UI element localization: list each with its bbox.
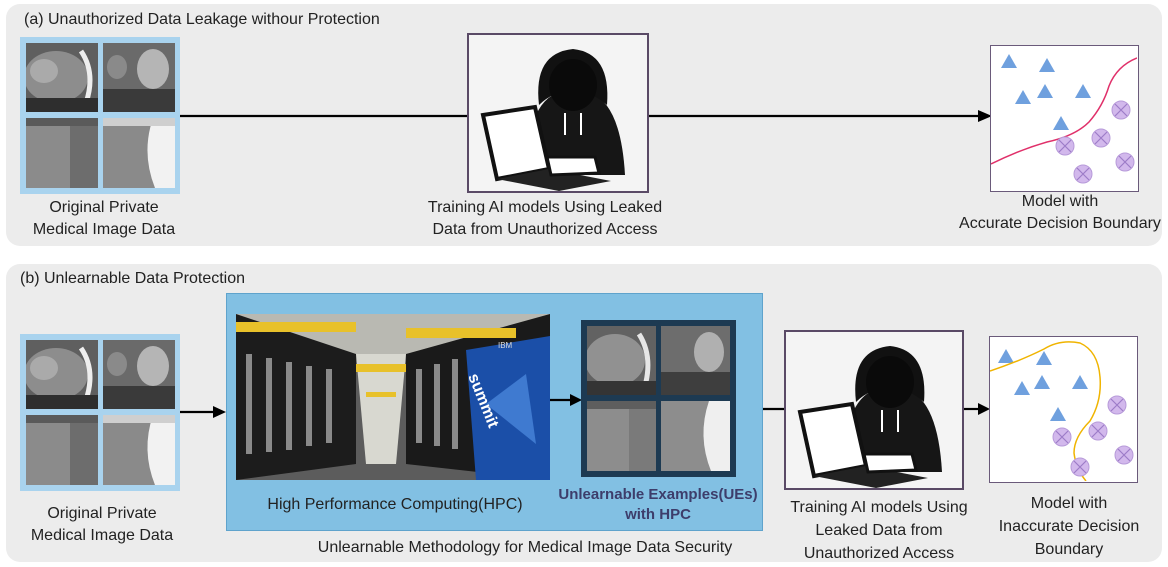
ibm-logo: IBM xyxy=(498,341,513,350)
triangle-icon xyxy=(1039,58,1055,72)
circle-x-icon xyxy=(1055,136,1075,156)
hacker-illustration-a xyxy=(467,33,649,193)
triangle-icon xyxy=(1075,84,1091,98)
medical-image-grid-a xyxy=(20,37,180,194)
flow-arrow-a xyxy=(180,110,992,122)
unlearnable-examples-grid xyxy=(581,320,736,477)
triangle-icon xyxy=(998,349,1014,363)
triangle-icon xyxy=(1072,375,1088,389)
triangle-icon xyxy=(1050,407,1066,421)
circle-x-icon xyxy=(1107,395,1127,415)
circle-x-icon xyxy=(1111,100,1131,120)
flow-arrow-input-to-hpc xyxy=(180,406,226,418)
panel-a-title: (a) Unauthorized Data Leakage withour Pr… xyxy=(24,11,380,28)
ct-slice-3 xyxy=(26,415,98,485)
inaccurate-model-plot xyxy=(989,336,1138,483)
circle-x-icon xyxy=(1073,164,1093,184)
circle-x-icon xyxy=(1115,152,1135,172)
circle-x-icon xyxy=(1114,445,1134,465)
circle-x-icon xyxy=(1091,128,1111,148)
ct-slice-4 xyxy=(103,415,175,485)
ue-slice-4 xyxy=(661,401,730,471)
ue-label: Unlearnable Examples(UEs) with HPC xyxy=(558,486,758,523)
accurate-model-plot xyxy=(990,45,1139,192)
triangle-icon xyxy=(1014,381,1030,395)
ue-slice-3 xyxy=(587,401,656,471)
triangle-icon xyxy=(1036,351,1052,365)
triangle-icon xyxy=(1034,375,1050,389)
methodology-caption: Unlearnable Methodology for Medical Imag… xyxy=(317,539,733,556)
medical-image-grid-b xyxy=(20,334,180,491)
ue-slice-1 xyxy=(587,326,656,395)
hacker-illustration-b xyxy=(784,330,964,490)
triangle-icon xyxy=(1001,54,1017,68)
hacker-laptop-icon xyxy=(480,49,625,191)
flow-arrow-hacker-to-model xyxy=(964,403,990,415)
hacker-laptop-icon xyxy=(797,346,942,488)
ct-slice-2 xyxy=(103,43,175,112)
flow-line-ue-to-hacker xyxy=(763,407,785,411)
circle-x-icon xyxy=(1052,427,1072,447)
model-caption-b: Model with Inaccurate Decision Boundary xyxy=(998,495,1140,558)
ct-slice-4 xyxy=(103,118,175,188)
triangle-icon xyxy=(1053,116,1069,130)
ct-slice-1 xyxy=(26,43,98,112)
ue-slice-2 xyxy=(661,326,730,395)
hpc-caption: High Performance Computing(HPC) xyxy=(267,496,523,513)
circle-x-icon xyxy=(1088,421,1108,441)
flow-arrow-hpc-to-ue xyxy=(550,394,582,406)
panel-b-title: (b) Unlearnable Data Protection xyxy=(20,270,246,287)
input-caption-b: Original Private Medical Image Data xyxy=(30,505,174,544)
ct-slice-3 xyxy=(26,118,98,188)
hacker-caption-b: Training AI models Using Leaked Data fro… xyxy=(790,499,968,562)
ct-slice-1 xyxy=(26,340,98,409)
circle-x-icon xyxy=(1070,457,1090,477)
supercomputer-photo: summit IBM xyxy=(236,314,550,480)
inaccurate-boundary-line xyxy=(990,341,1102,481)
triangle-icon xyxy=(1037,84,1053,98)
input-caption-a: Original Private Medical Image Data xyxy=(32,199,176,238)
accurate-boundary-line xyxy=(991,57,1137,165)
triangle-icon xyxy=(1015,90,1031,104)
hacker-caption-a: Training AI models Using Leaked Data fro… xyxy=(427,199,663,238)
model-caption-a: Model with Accurate Decision Boundary xyxy=(959,193,1161,232)
ct-slice-2 xyxy=(103,340,175,409)
